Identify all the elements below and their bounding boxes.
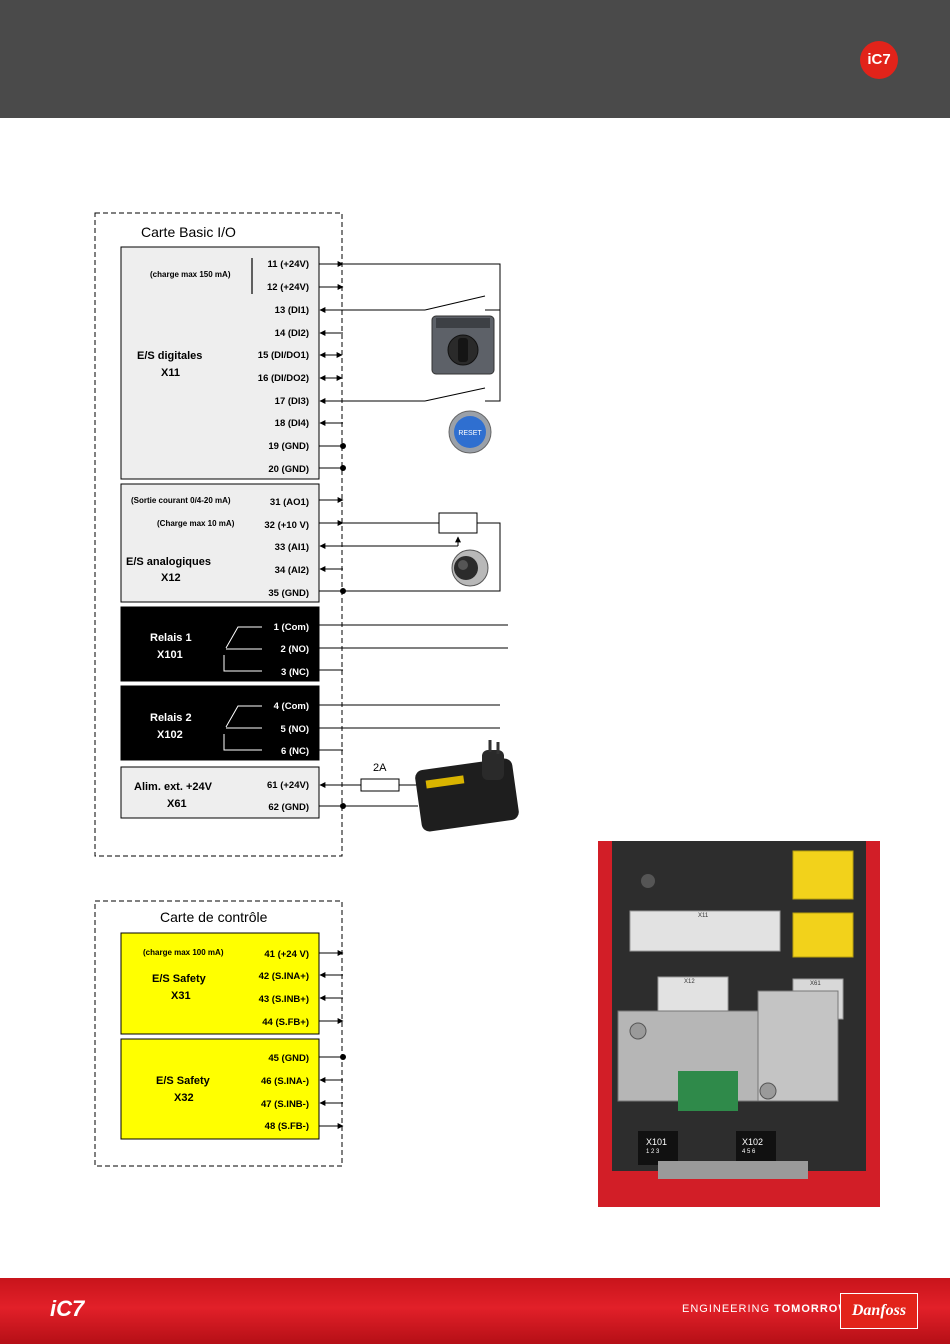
x11-note: (charge max 150 mA) [150,270,231,279]
relay1-id: X101 [157,649,183,661]
relay2-terminals: 4 (Com) 5 (NO) 6 (NC) [274,701,309,757]
terminal-4: 4 (Com) [274,701,309,712]
x12-arrows [319,497,344,592]
x12-note-2: (Charge max 10 mA) [157,519,235,528]
reset-button-icon: RESET [448,410,492,454]
reset-label: RESET [458,430,482,437]
relay1-label: Relais 1 [150,632,192,644]
terminal-19: 19 (GND) [268,441,309,452]
terminal-3: 3 (NC) [281,667,309,678]
tagline-a: ENGINEERING [682,1303,775,1315]
photo-x102: X102 [742,1137,764,1147]
x31-terminals: 41 (+24 V) 42 (S.INA+) 43 (S.INB+) 44 (S… [259,949,309,1028]
terminal-33: 33 (AI1) [275,542,309,553]
terminal-13: 13 (DI1) [275,305,309,316]
x11-terminals: 11 (+24V) 12 (+24V) 13 (DI1) 14 (DI2) 15… [258,259,309,475]
tagline: ENGINEERING TOMORROW [682,1303,850,1315]
terminal-47: 47 (S.INB-) [261,1099,309,1110]
x11-label: E/S digitales [137,350,202,362]
terminal-35: 35 (GND) [268,588,309,599]
terminal-42: 42 (S.INA+) [259,971,309,982]
x12-box [120,483,320,603]
tagline-b: TOMORROW [774,1303,850,1315]
x61-label: Alim. ext. +24V [134,781,213,793]
basic-io-frame [94,212,343,857]
x32-box [120,1038,320,1140]
terminal-17: 17 (DI3) [275,396,309,407]
terminal-1: 1 (Com) [274,622,309,633]
terminal-62: 62 (GND) [268,802,309,813]
ic7-logo: iC7 [860,41,898,79]
terminal-15: 15 (DI/DO1) [258,350,309,361]
terminal-5: 5 (NO) [281,724,310,735]
x32-id: X32 [174,1092,194,1104]
terminal-20: 20 (GND) [268,464,309,475]
x31-note: (charge max 100 mA) [143,948,224,957]
x32-label: E/S Safety [156,1075,211,1087]
drive-terminal-photo: X11 X12 X61 X101 1 2 3 X102 4 5 6 [598,841,880,1207]
x11-id: X11 [161,367,180,379]
x31-box [120,932,320,1035]
x11-box [120,246,320,480]
potentiometer-knob [451,549,489,587]
footer-ic7-logo: iC7 [50,1296,85,1321]
photo-x101-pins: 1 2 3 [646,1149,660,1155]
terminal-31: 31 (AO1) [270,497,309,508]
terminal-16: 16 (DI/DO2) [258,373,309,384]
x32-arrows [319,1056,344,1129]
fuse-label: 2A [373,762,387,774]
page-header [0,0,950,118]
photo-x11: X11 [698,913,709,919]
terminal-48: 48 (S.FB-) [265,1121,309,1132]
page-footer [0,1278,950,1344]
terminal-12: 12 (+24V) [267,282,309,293]
relay2-box [120,685,320,761]
relay2-label: Relais 2 [150,712,192,724]
x31-arrows [319,950,344,1024]
x12-terminals: 31 (AO1) 32 (+10 V) 33 (AI1) 34 (AI2) 35… [264,497,309,599]
x12-note-1: (Sortie courant 0/4-20 mA) [131,496,231,505]
photo-x61: X61 [810,981,821,987]
x61-wiring [319,778,418,807]
relay2-id: X102 [157,729,183,741]
x31-label: E/S Safety [152,973,207,985]
terminal-6: 6 (NC) [281,746,309,757]
terminal-43: 43 (S.INB+) [259,994,309,1005]
terminal-32: 32 (+10 V) [264,520,309,531]
x12-label: E/S analogiques [126,556,211,568]
basic-io-title: Carte Basic I/O [141,224,236,240]
terminal-45: 45 (GND) [268,1053,309,1064]
terminal-34: 34 (AI2) [275,565,309,576]
relay1-wires [319,624,508,671]
x61-id: X61 [167,798,187,810]
terminal-46: 46 (S.INA-) [261,1076,309,1087]
control-title: Carte de contrôle [160,909,268,925]
x61-terminals: 61 (+24V) 62 (GND) [267,780,309,813]
x11-arrows [319,261,344,469]
relay1-box [120,606,320,682]
x32-terminals: 45 (GND) 46 (S.INA-) 47 (S.INB-) 48 (S.F… [261,1053,309,1132]
photo-x102-pins: 4 5 6 [742,1149,756,1155]
selector-wiring [343,263,501,402]
power-adapter-icon [415,740,519,832]
terminal-41: 41 (+24 V) [264,949,309,960]
potentiometer-wiring [343,512,501,592]
terminal-44: 44 (S.FB+) [262,1017,309,1028]
control-frame [94,900,343,1167]
x12-id: X12 [161,572,181,584]
terminal-61: 61 (+24V) [267,780,309,791]
danfoss-logo: Danfoss [840,1293,918,1329]
photo-x12: X12 [684,979,695,985]
terminal-2: 2 (NO) [281,644,310,655]
terminal-11: 11 (+24V) [268,259,309,270]
relay2-wires [319,704,500,751]
photo-x101: X101 [646,1137,668,1147]
selector-switch [431,315,495,375]
x61-box [120,766,320,819]
terminal-18: 18 (DI4) [275,418,309,429]
relay1-terminals: 1 (Com) 2 (NO) 3 (NC) [274,622,309,678]
terminal-14: 14 (DI2) [275,328,309,339]
x31-id: X31 [171,990,191,1002]
